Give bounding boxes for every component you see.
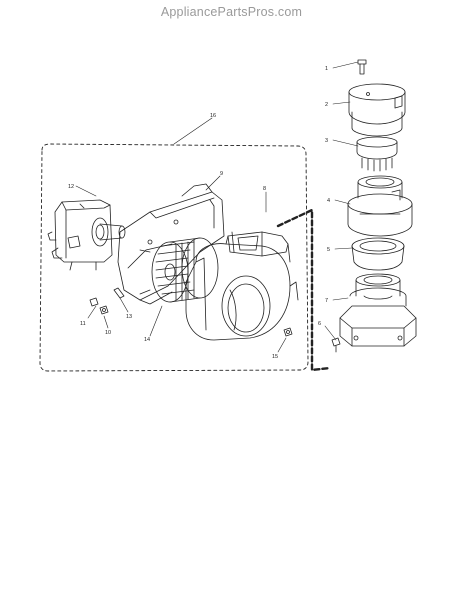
motor [47,199,126,271]
callout-8: 8 [263,186,266,192]
screw-13 [113,287,125,299]
blower-housing [185,231,299,341]
callout-1: 1 [325,66,328,72]
assembly-outline [39,143,309,372]
callout-3: 3 [325,138,328,144]
terminal-block [356,136,398,172]
lower-seat [339,273,417,347]
callout-labels: 1 2 3 4 5 6 7 8 9 10 11 12 13 14 15 16 [68,66,330,360]
screw-6 [331,337,341,353]
callout-15: 15 [272,354,278,360]
upper-collar [347,175,413,237]
mounting-plate [117,183,225,305]
callout-6: 6 [318,321,321,327]
screw-11 [89,297,99,307]
leader-lines [75,61,359,353]
callout-2: 2 [325,102,328,108]
callout-5: 5 [327,247,330,253]
cap-cover [348,83,406,137]
ring-seal [351,237,405,271]
callout-14: 14 [144,337,150,343]
nut-15 [283,327,293,337]
callout-12: 12 [68,184,74,190]
callout-9: 9 [220,171,223,177]
callout-11: 11 [80,321,86,327]
screw [357,59,367,75]
callout-4: 4 [327,198,330,204]
blower-wheel [139,237,219,303]
callout-16: 16 [210,113,216,119]
callout-10: 10 [105,330,111,336]
callout-7: 7 [325,298,328,304]
callout-13: 13 [126,314,132,320]
nut-10 [99,305,109,315]
watermark-text: AppliancePartsPros.com [160,5,303,19]
